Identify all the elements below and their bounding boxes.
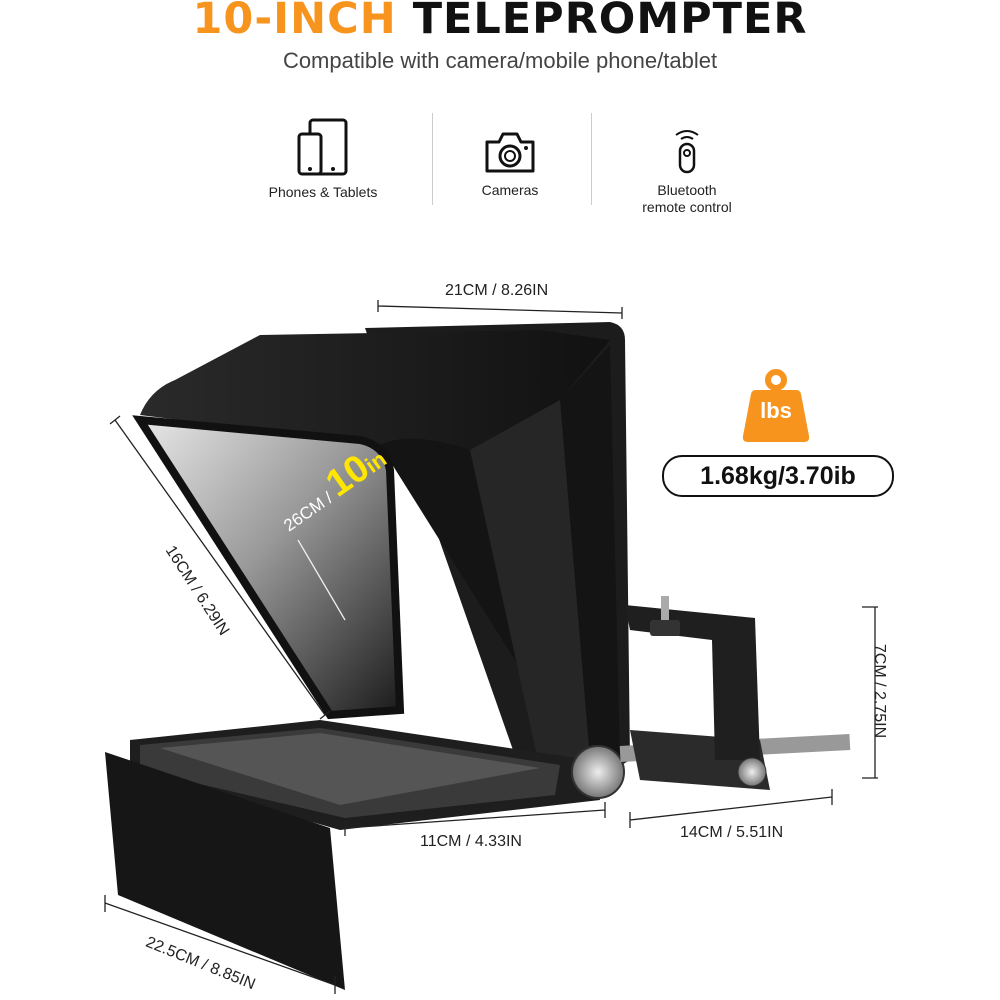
knob xyxy=(571,745,625,799)
subtitle: Compatible with camera/mobile phone/tabl… xyxy=(282,48,718,73)
dim-bracket-width: 14CM / 5.51IN xyxy=(680,824,784,841)
camera-bracket xyxy=(625,605,760,760)
page-title: 10-INCH TELEPROMPTER xyxy=(0,0,1000,44)
weight-badge: 1.68kg/3.70ib xyxy=(662,455,894,497)
title-main: TELEPROMPTER xyxy=(412,0,808,44)
divider xyxy=(432,113,433,205)
title-accent: 10-INCH xyxy=(192,0,397,44)
feature-label: Cameras xyxy=(481,182,539,198)
phone-tablet-icon xyxy=(297,118,348,176)
feature-label: Bluetooth xyxy=(657,182,717,198)
dim-base-depth: 11CM / 4.33IN xyxy=(420,833,522,850)
dim-top-width: 21CM / 8.26IN xyxy=(445,282,549,299)
feature-bluetooth-remote: Bluetooth remote control xyxy=(602,128,772,216)
weight-icon-label: lbs xyxy=(760,398,792,423)
feature-label: Phones & Tablets xyxy=(268,184,378,200)
shade-flap xyxy=(105,752,345,990)
dimension-lines xyxy=(104,300,878,994)
dim-bracket-height: 7CM / 2.75IN xyxy=(871,643,889,739)
bluetooth-remote-icon xyxy=(675,130,699,174)
feature-label: remote control xyxy=(642,199,732,215)
weight-icon xyxy=(742,369,810,442)
hood-top xyxy=(140,330,610,450)
camera-icon xyxy=(485,132,535,173)
feature-phones-tablets: Phones & Tablets xyxy=(238,118,408,201)
feature-cameras: Cameras xyxy=(425,130,595,199)
glass-panel xyxy=(140,420,400,715)
divider xyxy=(591,113,592,205)
